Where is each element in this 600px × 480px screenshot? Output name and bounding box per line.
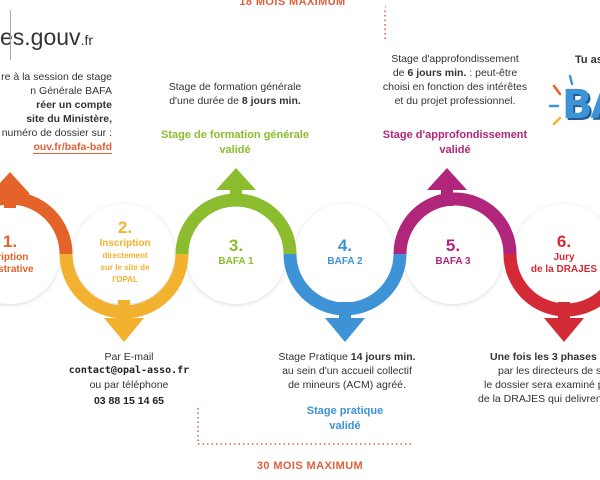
jury-line-1: Une fois les 3 phases (490, 351, 597, 363)
step-5: 5. BAFA 3 (417, 236, 489, 268)
step-1-arrow-icon (0, 172, 30, 194)
step-1: 1. cription inistrative (0, 232, 50, 276)
bafa-bafd-link[interactable]: ouv.fr/bafa-bafd (33, 141, 112, 154)
stage-general-line-2: d'une durée de 8 jours min. (150, 94, 320, 108)
intro-line-1: re à la session de stage (1, 71, 112, 83)
step-1-label-1: cription (0, 252, 29, 263)
step-5-label: BAFA 3 (435, 256, 471, 267)
stage-pratique-validated: Stage pratique validé (285, 404, 405, 434)
jury-line-3: le dossier sera examiné p (484, 379, 600, 391)
stage-appro-line-1: Stage d'approfondissement (391, 53, 519, 65)
step-4-label: BAFA 2 (327, 256, 363, 267)
intro-text: re à la session de stage n Générale BAFA… (0, 70, 112, 154)
step-5-arrow-icon (427, 168, 467, 190)
stage-general-text: Stage de formation générale d'une durée … (150, 80, 320, 108)
stage-pratique-validated-line-1: Stage pratique (306, 405, 384, 417)
jury-text: Une fois les 3 phases par les directeurs… (478, 350, 600, 406)
stage-appro-duration: 6 jours min. (407, 67, 467, 79)
stage-pratique-pre: Stage Pratique (278, 351, 351, 363)
step-1-number: 1. (2, 232, 18, 251)
stage-appro-validated-line-2: validé (439, 144, 471, 156)
logo: es.gouv.fr (0, 24, 93, 51)
badge-text: BA (562, 82, 600, 128)
stage-general-validated: Stage de formation générale validé (140, 128, 330, 158)
step-3-label: BAFA 1 (218, 256, 254, 267)
stage-appro-duration-post: : peut-être (466, 67, 518, 79)
journey-wave (0, 168, 600, 342)
stage-appro-line-4: et du projet professionnel. (394, 95, 516, 107)
step-2-number: 2. (117, 218, 133, 237)
stage-pratique-line-2: au sein d'un accueil collectif (282, 365, 412, 377)
step-2-label-2: directement (102, 251, 148, 260)
top-duration-label: 18 MOIS MAXIMUM (200, 0, 385, 8)
stage-general-duration-pre: d'une durée de (169, 95, 242, 107)
stage-appro-line-2: de 6 jours min. : peut-être (375, 66, 535, 80)
step-4: 4. BAFA 2 (309, 236, 381, 268)
step-4-number: 4. (337, 236, 353, 255)
contact-line-3: ou par téléphone (89, 379, 169, 391)
stage-pratique-line-3: de mineurs (ACM) agréé. (288, 379, 406, 391)
logo-frame (0, 10, 11, 60)
bottom-duration-label: 30 MOIS MAXIMUM (256, 460, 364, 472)
step-2-label-3: sur le site de (100, 263, 150, 272)
stage-general-validated-line-1: Stage de formation générale (161, 129, 309, 141)
step-6-number: 6. (556, 232, 572, 251)
stage-appro-duration-pre: de (392, 67, 408, 79)
intro-line-4: site du Ministère, (26, 113, 112, 125)
stage-general-duration: 8 jours min. (241, 95, 301, 107)
bafa-badge: BA (548, 72, 600, 142)
stage-appro-text: Stage d'approfondissement de 6 jours min… (375, 52, 535, 108)
intro-line-2: n Générale BAFA (30, 85, 112, 97)
logo-suffix: .fr (80, 32, 94, 48)
step-3-number: 3. (228, 236, 244, 255)
stage-pratique-validated-line-2: validé (329, 420, 361, 432)
step-5-number: 5. (445, 236, 461, 255)
contact-line-1: Par E-mail (104, 351, 154, 363)
step-3-arrow-icon (216, 168, 256, 190)
stage-appro-validated: Stage d'approfondissement validé (370, 128, 540, 158)
step-1-label-2: inistrative (0, 264, 34, 275)
contact-phone[interactable]: 03 88 15 14 65 (93, 395, 165, 407)
step-4-arrow-icon (325, 318, 365, 342)
step-5-arc (393, 192, 517, 255)
stage-appro-validated-line-1: Stage d'approfondissement (382, 129, 528, 141)
step-2-label-1: Inscription (99, 238, 151, 249)
stage-pratique-text: Stage Pratique 14 jours min. au sein d'u… (262, 350, 432, 392)
step-2-label-4: l'OPAL (112, 275, 138, 284)
step-2-arrow-icon (104, 318, 144, 342)
jury-line-2: par les directeurs de s (498, 365, 600, 377)
stage-appro-line-3: choisi en fonction des intérêtes (382, 81, 528, 93)
step-6-arrow-icon (544, 318, 584, 342)
logo-text: es.gouv (0, 24, 81, 50)
stage-pratique-line-1: Stage Pratique 14 jours min. (262, 350, 432, 364)
contact-block: Par E-mail contact@opal-asso.fr ou par t… (64, 350, 194, 408)
step-2: 2. Inscription directement sur le site d… (89, 218, 161, 286)
intro-line-3: réer un compte (36, 99, 112, 111)
promo-text: Tu as (575, 54, 600, 66)
stage-general-line-1: Stage de formation générale (168, 81, 302, 93)
intro-line-5: numéro de dossier sur : (1, 127, 112, 139)
stage-pratique-duration: 14 jours min. (350, 351, 416, 363)
stage-general-validated-line-2: validé (219, 144, 251, 156)
contact-email[interactable]: contact@opal-asso.fr (68, 365, 190, 376)
step-6: 6. Jury de la DRAJES (524, 232, 600, 276)
step-6-label-2: de la DRAJES (530, 264, 598, 275)
bottom-duration-bracket (197, 408, 412, 445)
step-3: 3. BAFA 1 (200, 236, 272, 268)
badge-splash-icon (548, 74, 574, 126)
jury-line-4: de la DRAJES qui delivren (478, 393, 600, 405)
step-6-label-1: Jury (553, 252, 575, 263)
